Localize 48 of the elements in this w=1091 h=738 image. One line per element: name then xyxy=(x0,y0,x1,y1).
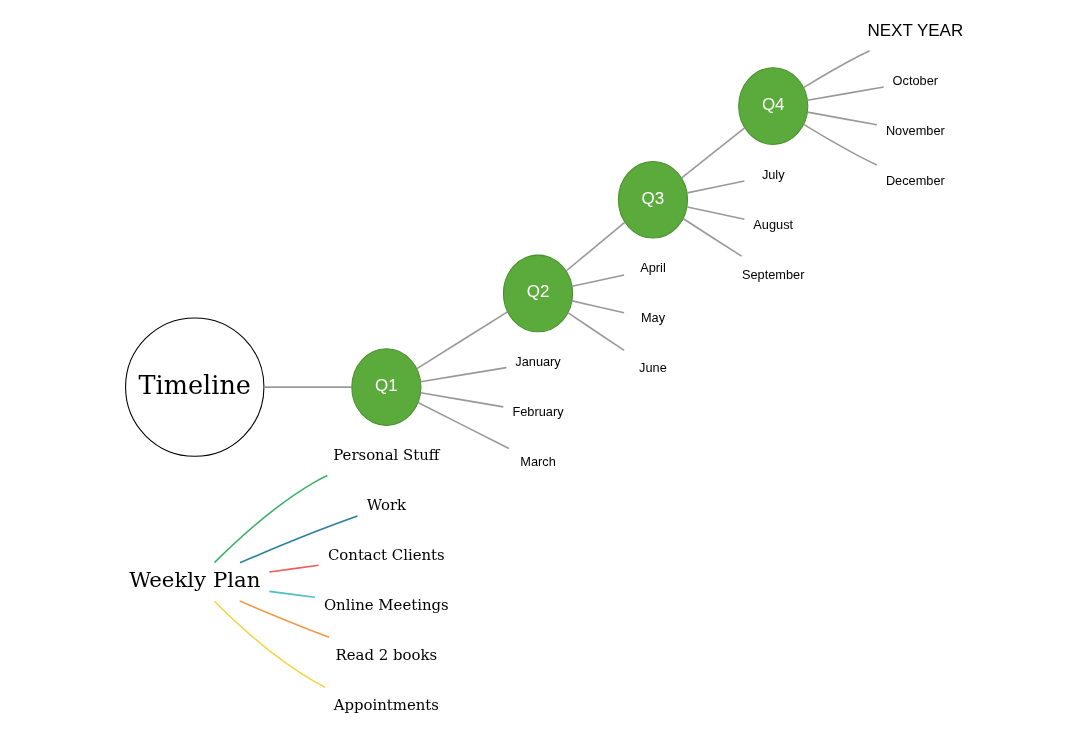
node-text: August xyxy=(752,216,793,232)
node-text: November xyxy=(885,122,945,138)
connector xyxy=(685,180,745,194)
node-text: Personal Stuff xyxy=(332,446,439,465)
node-text: October xyxy=(892,72,938,88)
connector xyxy=(564,221,625,272)
connector xyxy=(238,600,330,638)
connector xyxy=(238,515,358,564)
node-text: September xyxy=(741,266,804,282)
connector xyxy=(570,274,625,288)
connector xyxy=(806,86,885,102)
node-text: April xyxy=(639,260,666,276)
node-text: May xyxy=(640,310,665,326)
connector xyxy=(680,127,745,179)
node-text: Contact Clients xyxy=(327,546,445,565)
node-text: Weekly Plan xyxy=(128,567,260,593)
node-text: December xyxy=(885,172,945,188)
connector xyxy=(566,312,625,352)
node-text: March xyxy=(519,453,556,469)
connector xyxy=(806,111,878,126)
node-text: February xyxy=(511,403,564,419)
node-circle: Timeline xyxy=(124,317,264,457)
node-text: June xyxy=(638,360,667,376)
connector xyxy=(419,391,504,408)
connector xyxy=(213,474,328,564)
connector xyxy=(685,206,745,221)
node-circle: Q2 xyxy=(502,254,573,333)
connector xyxy=(682,217,742,257)
node-text: July xyxy=(761,166,785,182)
connector xyxy=(416,401,510,450)
node-text: January xyxy=(514,353,561,369)
node-text: NEXT YEAR xyxy=(866,20,963,40)
node-circle: Q4 xyxy=(737,67,808,145)
connector xyxy=(268,564,319,573)
node-text: Read 2 books xyxy=(335,646,437,665)
connector xyxy=(419,366,507,383)
connector xyxy=(570,300,625,314)
connector xyxy=(213,600,326,688)
node-text: Work xyxy=(366,496,406,515)
connector xyxy=(268,590,316,599)
connector xyxy=(802,50,870,89)
connector xyxy=(262,386,352,388)
node-text: Online Meetings xyxy=(323,596,449,615)
node-text: Appointments xyxy=(333,696,439,715)
node-circle: Q1 xyxy=(350,348,421,426)
connector xyxy=(415,311,508,370)
node-circle: Q3 xyxy=(617,160,688,239)
connector xyxy=(802,123,878,166)
